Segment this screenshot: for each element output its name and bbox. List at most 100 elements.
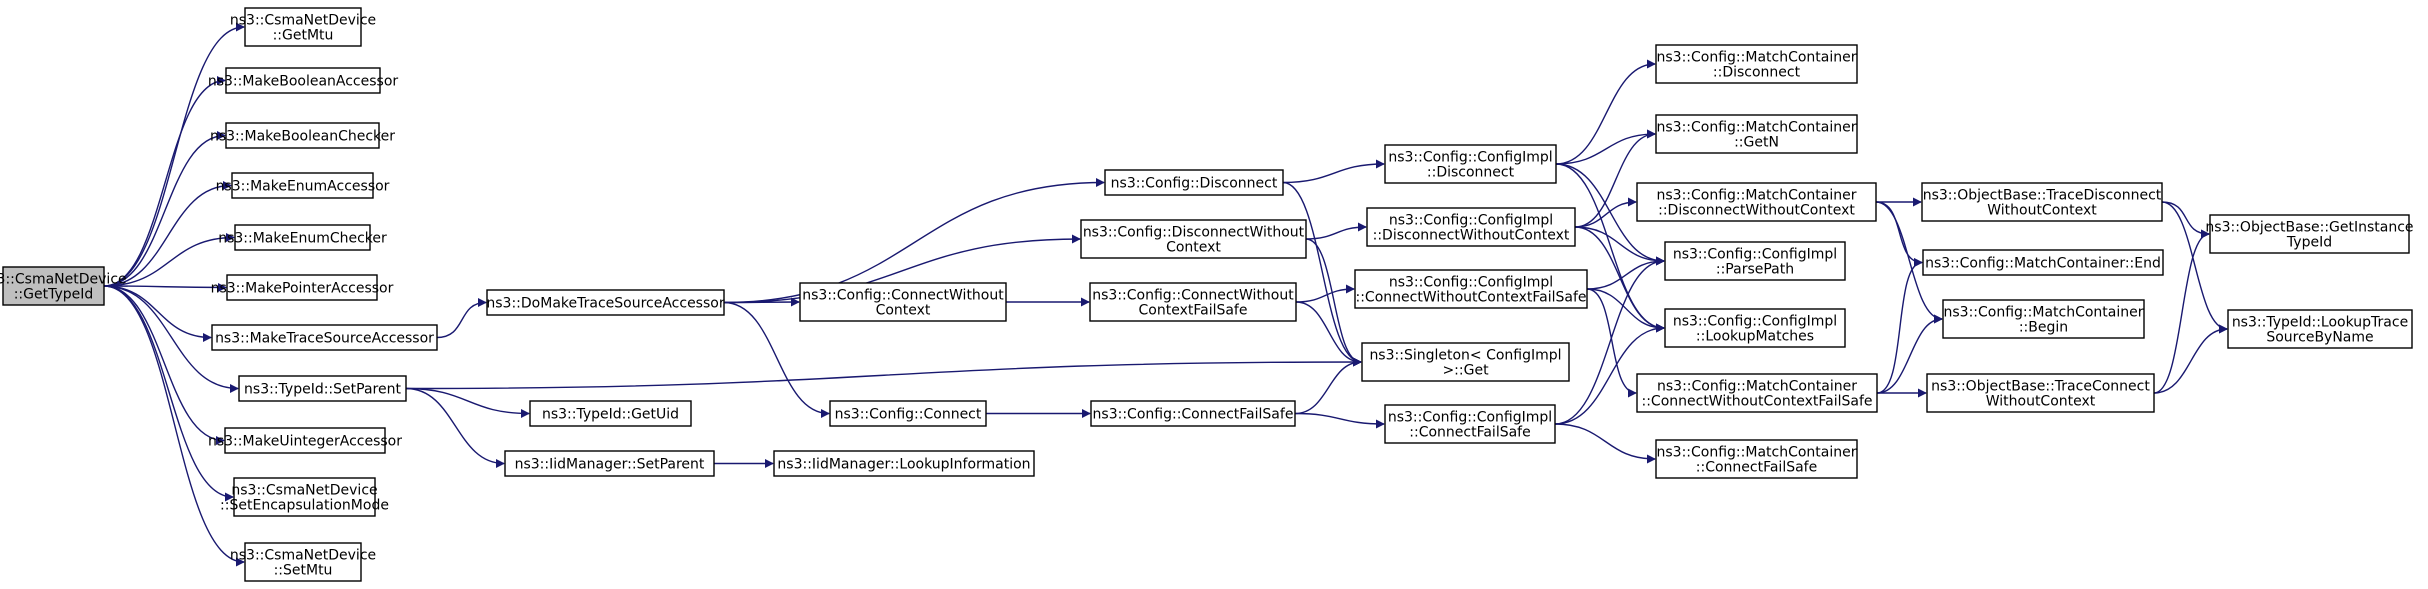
edge-root-to-mkboolchk	[103, 131, 226, 287]
node-setparent-label-0: ns3::TypeId::SetParent	[244, 382, 401, 398]
node-mcGetN[interactable]: ns3::Config::MatchContainer::GetN	[1655, 114, 1858, 154]
node-obTraceConn-box	[1926, 373, 2155, 413]
node-root[interactable]: ns3::CsmaNetDevice::GetTypeId	[0, 266, 127, 306]
node-implDiscwo[interactable]: ns3::Config::ConfigImpl::DisconnectWitho…	[1366, 207, 1576, 247]
edge-cfgconnfs-to-implConnfs	[1294, 412, 1385, 429]
node-mcConnwofs-box	[1636, 373, 1878, 413]
node-lookupTS-label-1: SourceByName	[2266, 330, 2373, 346]
node-mkboolacc-label-0: ns3::MakeBooleanAccessor	[208, 74, 399, 90]
node-iidsetparent-box	[504, 450, 715, 477]
node-domake-box	[486, 289, 725, 316]
node-mkuintacc[interactable]: ns3::MakeUintegerAccessor	[208, 427, 402, 454]
node-mkenumacc-label-0: ns3::MakeEnumAccessor	[216, 179, 390, 195]
edge-mktsacc-to-domake	[436, 298, 487, 339]
node-cfgconnwofs-label-1: ContextFailSafe	[1139, 303, 1248, 319]
node-obTraceDisc[interactable]: ns3::ObjectBase::TraceDisconnectWithoutC…	[1921, 182, 2163, 222]
edge-root-to-mktsacc	[103, 285, 212, 342]
node-setencap-label-0: ns3::CsmaNetDevice	[231, 483, 377, 499]
edge-obTraceDisc-to-obGetInst	[2161, 201, 2210, 239]
node-iidlookup-label-0: ns3::IidManager::LookupInformation	[777, 457, 1030, 473]
node-setmtu-label-1: ::SetMtu	[274, 563, 333, 579]
node-mkenumacc[interactable]: ns3::MakeEnumAccessor	[216, 172, 390, 199]
node-cfgconn[interactable]: ns3::Config::Connect	[829, 400, 987, 427]
node-mcBegin[interactable]: ns3::Config::MatchContainer::Begin	[1942, 299, 2145, 339]
node-mkboolacc[interactable]: ns3::MakeBooleanAccessor	[208, 67, 399, 94]
node-mcGetN-label-0: ns3::Config::MatchContainer	[1657, 120, 1857, 136]
node-mcDiscwo[interactable]: ns3::Config::MatchContainer::DisconnectW…	[1636, 182, 1877, 222]
edge-cfgconnwofs-to-singleton	[1295, 301, 1362, 367]
node-implConnfs[interactable]: ns3::Config::ConfigImpl::ConnectFailSafe	[1384, 404, 1556, 444]
node-cfgconnwofs-box	[1089, 282, 1297, 322]
node-mcGetN-label-1: ::GetN	[1734, 135, 1779, 151]
node-mkenumchk[interactable]: ns3::MakeEnumChecker	[218, 224, 387, 251]
node-cfgdisc[interactable]: ns3::Config::Disconnect	[1104, 169, 1284, 196]
node-cfgconnwo[interactable]: ns3::Config::ConnectWithoutContext	[799, 282, 1007, 322]
edge-mcDiscwo-to-mcEnd	[1875, 201, 1923, 267]
node-implDisc[interactable]: ns3::Config::ConfigImpl::Disconnect	[1384, 144, 1557, 184]
node-setencap[interactable]: ns3::CsmaNetDevice::SetEncapsulationMode	[220, 477, 389, 517]
node-mcDisc[interactable]: ns3::Config::MatchContainer::Disconnect	[1655, 44, 1858, 84]
node-mcEnd[interactable]: ns3::Config::MatchContainer::End	[1922, 249, 2164, 276]
node-lookupmatches[interactable]: ns3::Config::ConfigImpl::LookupMatches	[1664, 308, 1846, 348]
node-implConnwofs-box	[1354, 269, 1588, 309]
edges-layer	[103, 22, 2228, 567]
node-implConnwofs[interactable]: ns3::Config::ConfigImpl::ConnectWithoutC…	[1354, 269, 1588, 309]
edge-implDisc-to-parsepath	[1555, 163, 1665, 266]
node-implDiscwo-label-1: ::DisconnectWithoutContext	[1373, 228, 1570, 244]
node-parsepath-label-1: ::ParsePath	[1716, 262, 1794, 278]
node-setmtu[interactable]: ns3::CsmaNetDevice::SetMtu	[230, 542, 376, 582]
node-cfgconnwo-box	[799, 282, 1007, 322]
node-cfgdiscwo[interactable]: ns3::Config::DisconnectWithoutContext	[1080, 219, 1307, 259]
node-domake[interactable]: ns3::DoMakeTraceSourceAccessor	[486, 289, 725, 316]
node-setparent[interactable]: ns3::TypeId::SetParent	[238, 375, 407, 402]
node-mkboolchk[interactable]: ns3::MakeBooleanChecker	[210, 122, 395, 149]
node-implDisc-box	[1384, 144, 1557, 184]
node-mkuintacc-label-0: ns3::MakeUintegerAccessor	[208, 434, 402, 450]
node-obTraceDisc-box	[1921, 182, 2163, 222]
node-mcDiscwo-label-0: ns3::Config::MatchContainer	[1657, 188, 1857, 204]
node-mcConnfs-box	[1655, 439, 1858, 479]
node-mkptracc[interactable]: ns3::MakePointerAccessor	[211, 274, 394, 301]
node-implConnfs-label-0: ns3::Config::ConfigImpl	[1388, 410, 1552, 426]
node-mcConnfs[interactable]: ns3::Config::MatchContainer::ConnectFail…	[1655, 439, 1858, 479]
node-iidlookup[interactable]: ns3::IidManager::LookupInformation	[773, 450, 1035, 477]
node-iidsetparent[interactable]: ns3::IidManager::SetParent	[504, 450, 715, 477]
node-singleton[interactable]: ns3::Singleton< ConfigImpl >::Get	[1361, 342, 1570, 382]
edge-cfgconnwofs-to-implConnwofs	[1295, 284, 1355, 303]
edge-implDisc-to-mcGetN	[1555, 129, 1656, 165]
edge-root-to-mkuintacc	[103, 285, 225, 445]
node-mkenumchk-box	[234, 224, 371, 251]
node-mkuintacc-box	[224, 427, 386, 454]
node-getmtu-box	[244, 7, 362, 47]
node-getuid[interactable]: ns3::TypeId::GetUid	[529, 400, 692, 427]
edge-cfgdisc-to-singleton	[1282, 181, 1362, 367]
node-mcDiscwo-label-1: ::DisconnectWithoutContext	[1658, 203, 1855, 219]
node-mcConnwofs[interactable]: ns3::Config::MatchContainer::ConnectWith…	[1636, 373, 1878, 413]
edge-mcDiscwo-to-mcBegin	[1875, 201, 1943, 324]
node-mktsacc[interactable]: ns3::MakeTraceSourceAccessor	[211, 324, 438, 351]
edge-root-to-mkboolacc	[103, 76, 226, 287]
edge-root-to-setmtu	[103, 285, 245, 567]
node-obGetInst-label-0: ns3::ObjectBase::GetInstance	[2205, 220, 2413, 236]
node-cfgconnwofs-label-0: ns3::Config::ConnectWithout	[1092, 288, 1294, 304]
node-singleton-box	[1361, 342, 1570, 382]
node-parsepath[interactable]: ns3::Config::ConfigImpl::ParsePath	[1664, 241, 1846, 281]
edge-cfgconnfs-to-singleton	[1294, 357, 1362, 415]
node-obTraceConn[interactable]: ns3::ObjectBase::TraceConnectWithoutCont…	[1926, 373, 2155, 413]
node-setmtu-label-0: ns3::CsmaNetDevice	[230, 548, 376, 564]
node-cfgconnwofs[interactable]: ns3::Config::ConnectWithoutContextFailSa…	[1089, 282, 1297, 322]
edge-implConnfs-to-lookupmatches	[1554, 323, 1665, 425]
node-cfgconnfs[interactable]: ns3::Config::ConnectFailSafe	[1090, 400, 1296, 427]
node-mcBegin-label-0: ns3::Config::MatchContainer	[1944, 305, 2144, 321]
node-setmtu-box	[244, 542, 362, 582]
node-getmtu[interactable]: ns3::CsmaNetDevice::GetMtu	[230, 7, 376, 47]
node-root-label-1: ::GetTypeId	[14, 287, 94, 303]
edge-root-to-mkenumchk	[103, 233, 235, 287]
node-mcDisc-box	[1655, 44, 1858, 84]
edge-implConnwofs-to-mcConnwofs	[1586, 288, 1637, 398]
node-mkenumacc-box	[231, 172, 374, 199]
node-mkboolchk-box	[225, 122, 380, 149]
